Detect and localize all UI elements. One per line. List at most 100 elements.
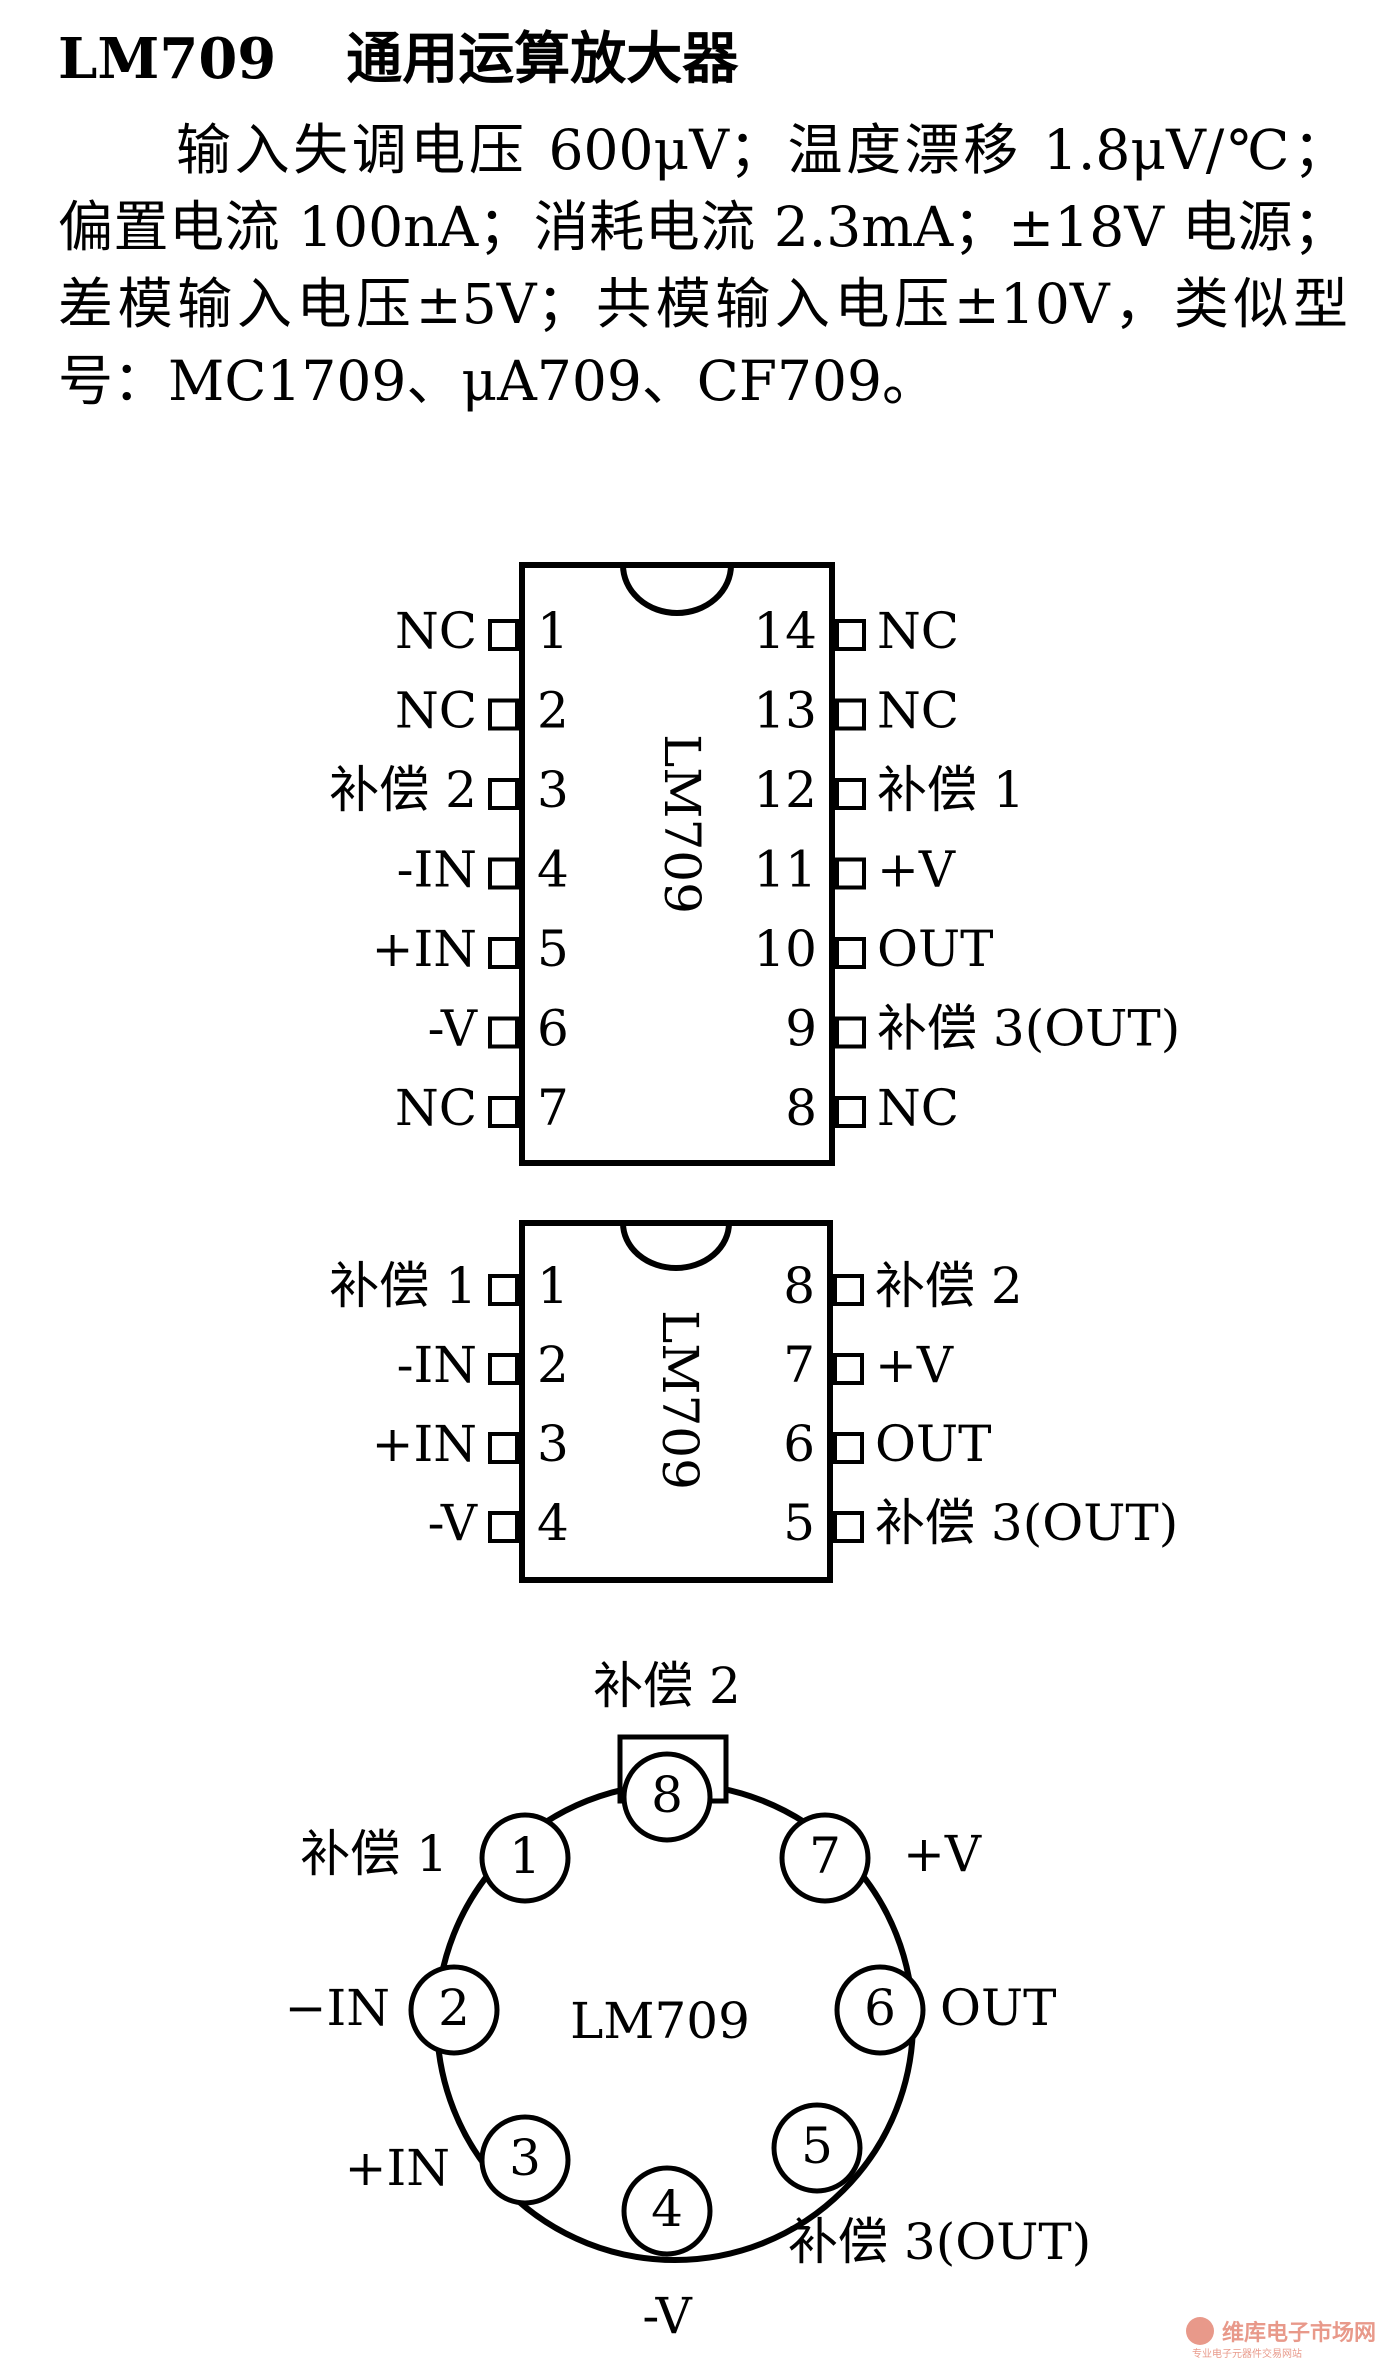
dip14-pin-lead [488,698,519,731]
dip14-pin-label: NC [877,602,959,660]
dip8-pin-number: 8 [783,1257,815,1315]
dip14-pin-number: 3 [537,761,569,819]
dip8-pin-number: 5 [783,1494,815,1552]
dip14-pin-lead [835,857,866,890]
dip14-pin-number: 1 [537,602,569,660]
dip14-pin-lead [835,778,866,810]
can8-pin-circle [621,2165,713,2257]
dip14-pin-number: 6 [537,1000,569,1058]
watermark-title: 维库电子市场网 [1222,2321,1375,2346]
can8-pin-label: -V [642,2287,692,2345]
dip8-pin-lead [488,1432,519,1464]
dip8-pin-lead [488,1353,519,1385]
can8-pin-number: 4 [651,2180,683,2238]
dip14-pin-lead [835,619,866,651]
dip8-pin-label: +IN [372,1415,477,1473]
dip8-pin-number: 7 [783,1336,815,1394]
can8-pin-circle [834,1964,926,2056]
dip14-pin-label: 补偿 1 [877,761,1025,819]
can8-pin-label: +V [903,1825,982,1883]
watermark-icon [1186,2317,1214,2345]
dip8-pin-label: OUT [875,1415,991,1473]
dip14-pin-lead [488,619,519,651]
dip8-pin-number: 3 [537,1415,569,1473]
dip14-pin-number: 9 [785,1000,817,1058]
can8-pin-circle [408,1964,500,2056]
can8-pin-number: 1 [509,1827,541,1885]
dip14-pin-label: 补偿 3(OUT) [877,1000,1180,1058]
dip14-pin-label: NC [395,682,477,740]
dip8-pin-label: 补偿 2 [875,1257,1023,1315]
can8-pin-number: 2 [438,1979,470,2037]
dip14-pin-lead [835,698,866,731]
dip8-pin-lead [833,1432,864,1464]
can8-pin-label: 补偿 3(OUT) [788,2213,1091,2271]
dip14-pin-lead [488,937,519,969]
dip14-pin-label: -V [428,1000,478,1058]
dip14-pin-number: 12 [753,761,817,819]
dip14-pin-label: NC [877,682,959,740]
can8-pin-label: −IN [285,1979,390,2037]
can8-pin-number: 7 [809,1827,841,1885]
dip14-pin-number: 4 [537,841,569,899]
dip8-pin-number: 4 [537,1494,569,1552]
can8-pin-number: 5 [801,2117,833,2175]
dip14-pin-number: 10 [753,920,817,978]
dip8-pin-lead [833,1353,864,1385]
spec-description: 输入失调电压 600μV；温度漂移 1.8μV/℃；偏置电流 100nA；消耗电… [58,118,1348,413]
dip8-pin-lead [488,1274,519,1306]
dip8-pin-label: -IN [397,1336,477,1394]
can8-pin-label: +IN [345,2139,450,2197]
part-number: LM709 [58,26,277,92]
dip8-pin-label: 补偿 1 [329,1257,477,1315]
dip14-pin-lead [488,857,519,890]
can8-pin-label: OUT [940,1979,1056,2037]
dip8-pin-number: 6 [783,1415,815,1473]
can8-pin-circle [621,1751,713,1843]
dip8-pin-lead [488,1511,519,1543]
can8-pin-number: 3 [509,2129,541,2187]
dip14-pin-number: 14 [753,602,817,660]
dip8-pin-number: 2 [537,1336,569,1394]
dip8-pin-label: 补偿 3(OUT) [875,1494,1178,1552]
dip14-pin-lead [835,937,866,969]
watermark-subtitle: 专业电子元器件交易网站 [1192,2349,1302,2360]
dip8-pin-lead [833,1511,864,1543]
dip14-pin-number: 8 [785,1079,817,1137]
dip14-notch [620,564,734,616]
dip14-pin-label: NC [395,1079,477,1137]
can8-pin-label: 补偿 1 [300,1825,448,1883]
dip8-left-pins: 1补偿 12-IN3+IN4-V [329,1257,569,1552]
dip14-pin-lead [835,1016,866,1049]
dip14-pin-label: +V [877,841,956,899]
can8-pin-number: 8 [651,1766,683,1824]
dip14-pin-lead [488,778,519,810]
dip8-body [519,1220,833,1583]
can8-pin-number: 6 [864,1979,896,2037]
page-title: LM709 通用运算放大器 [58,14,738,95]
part-name: 通用运算放大器 [346,26,739,92]
dip14-pin-number: 5 [537,920,569,978]
dip14-pin-number: 13 [753,682,817,740]
dip14-pin-label: OUT [877,920,993,978]
dip8-pin-lead [833,1274,864,1306]
dip14-pin-lead [488,1016,519,1049]
dip14-pin-label: NC [877,1079,959,1137]
can8-pin-circle [779,1812,871,1904]
dip14-pin-label: -IN [397,841,477,899]
can8-pin-circle [479,1812,571,1904]
dip8-pin-number: 1 [537,1257,569,1315]
watermark-logo: 维库电子市场网 专业电子元器件交易网站 [1182,2313,1375,2363]
can8-pin-circle [479,2114,571,2206]
dip14-pin-label: +IN [372,920,477,978]
dip14-pin-number: 7 [537,1079,569,1137]
dip14-pin-number: 11 [753,841,817,899]
